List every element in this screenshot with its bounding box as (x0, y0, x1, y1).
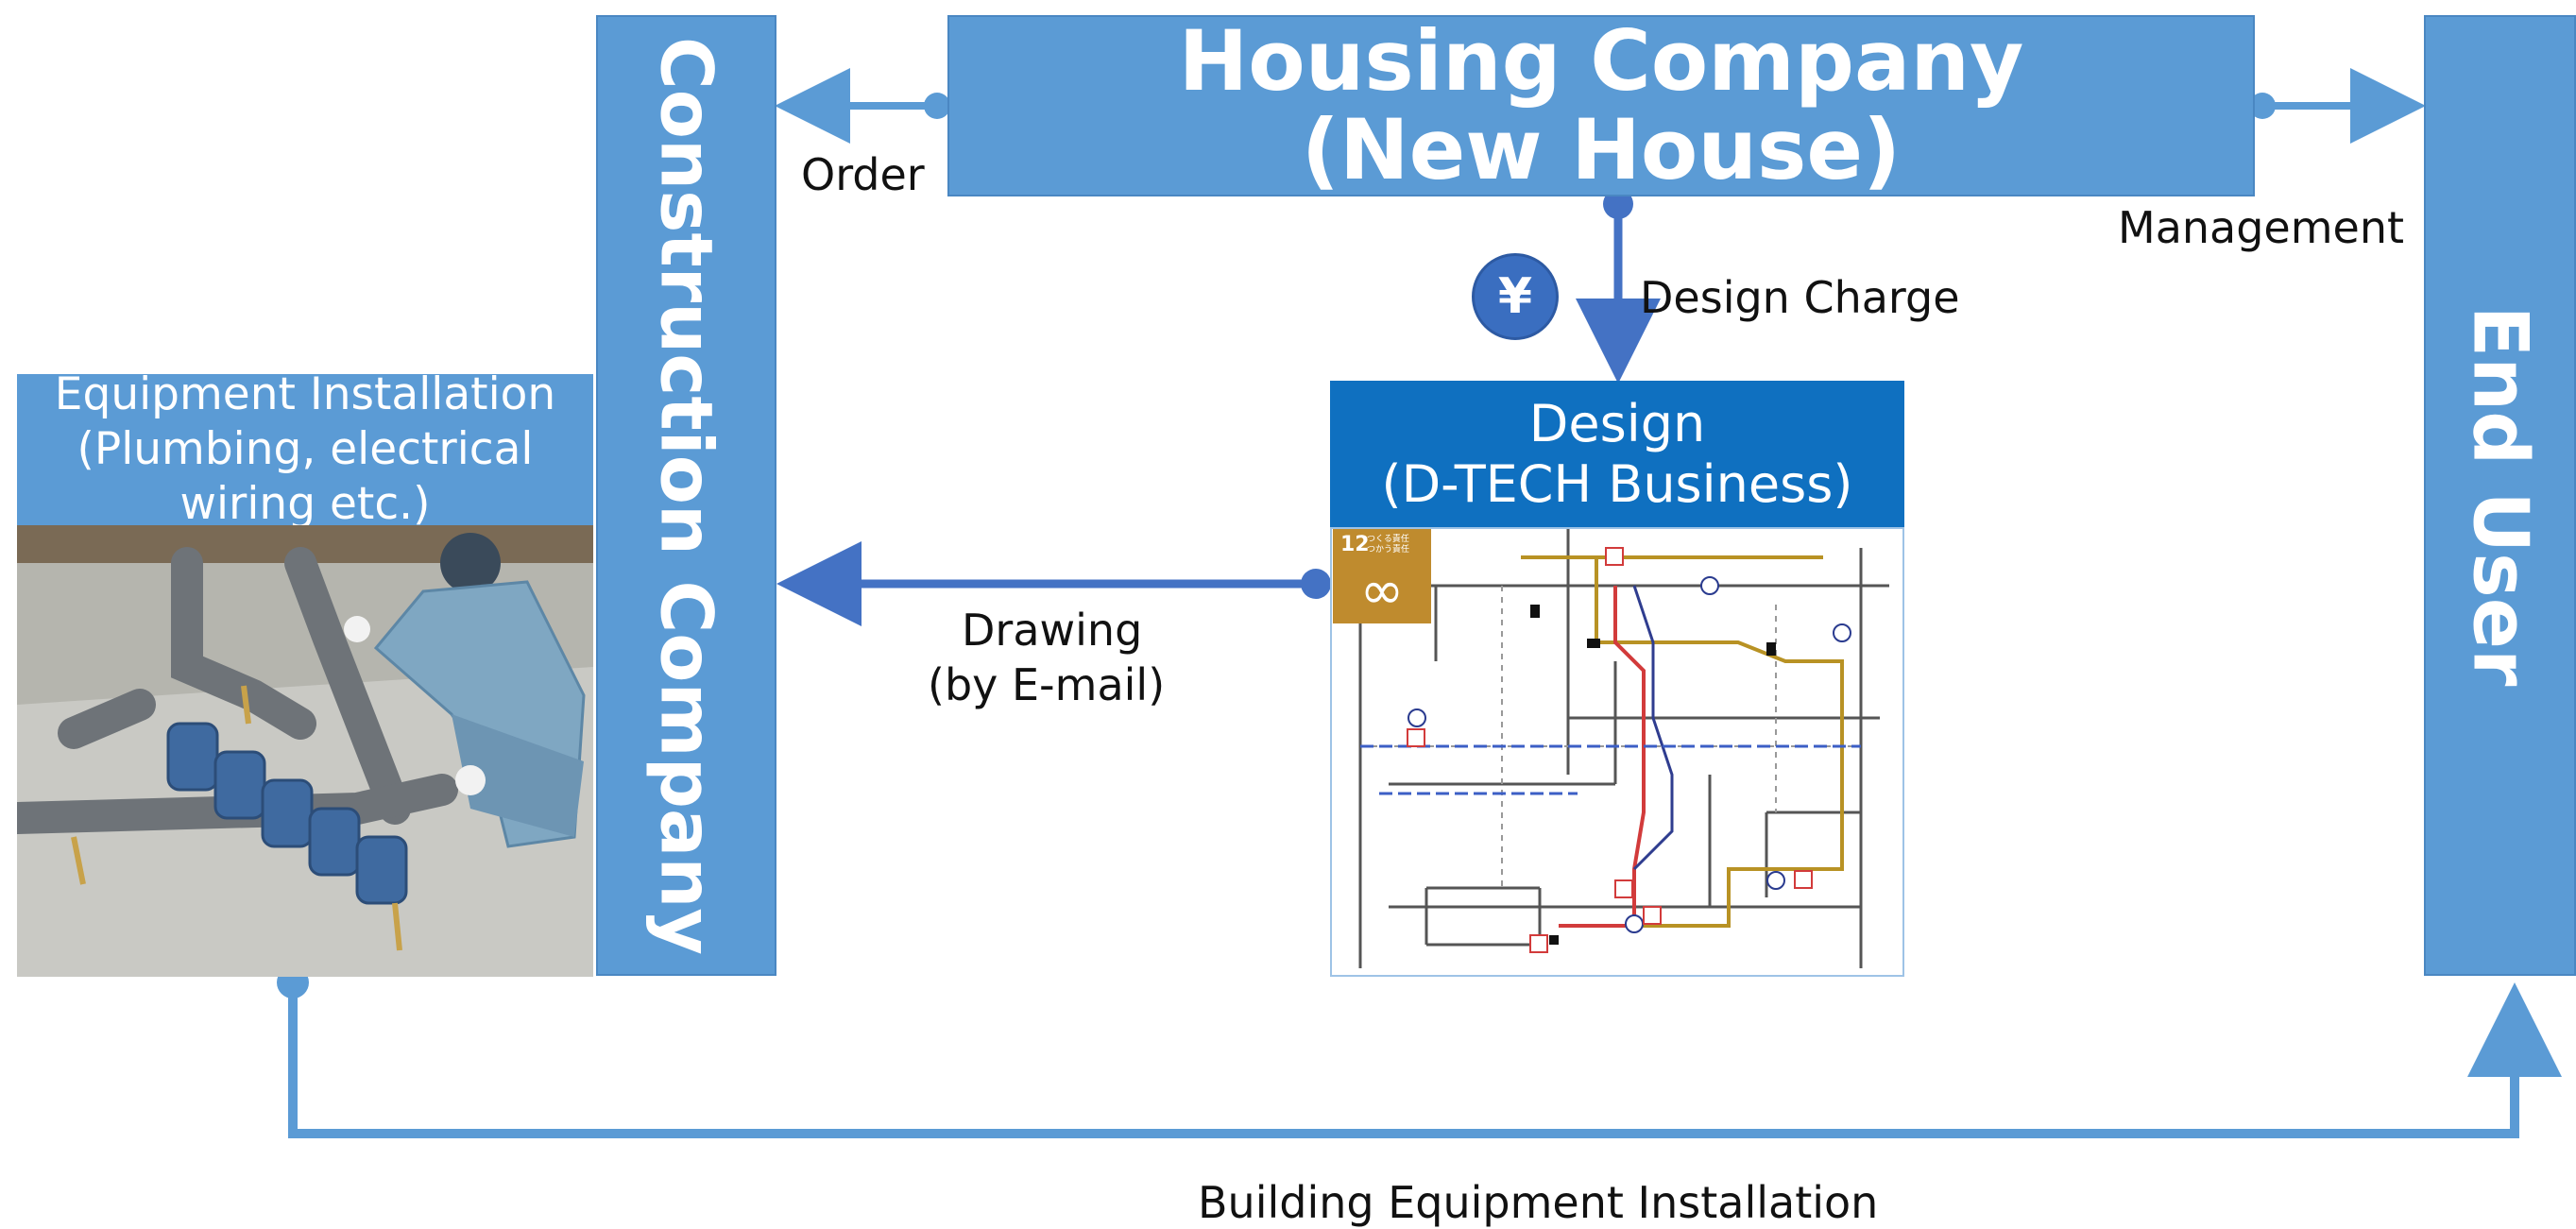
drawing-subtitle-label: (by E-mail) (928, 659, 1166, 710)
sdg-number: 12 (1340, 533, 1370, 556)
building-equipment-arrow (277, 966, 2562, 1138)
management-label: Management (2118, 202, 2405, 253)
order-label: Order (801, 149, 925, 200)
plumbing-worker-illustration (1, 525, 593, 977)
construction-company-box: Construction Company (596, 15, 776, 976)
drawing-arrow (776, 541, 1331, 626)
infinity-icon: ∞ (1359, 560, 1405, 622)
plumbing-installation-photo (1, 525, 593, 977)
order-arrow (775, 68, 950, 144)
design-charge-arrow (1576, 189, 1661, 384)
equipment-installation-box: Equipment Installation (Plumbing, electr… (17, 368, 593, 530)
sdg-12-badge: 12 つくる責任 つかう責任 ∞ (1333, 529, 1431, 623)
equipment-subtitle-1: (Plumbing, electrical (77, 423, 534, 475)
sdg-text-1: つくる責任 (1367, 535, 1409, 544)
housing-company-box: Housing Company (New House) (947, 15, 2255, 196)
management-arrow (2249, 68, 2426, 144)
design-subtitle: (D-TECH Business) (1381, 453, 1853, 514)
equipment-title: Equipment Installation (54, 368, 556, 420)
yen-symbol: ¥ (1497, 268, 1533, 325)
drawing-label: Drawing (962, 605, 1143, 656)
housing-company-subtitle: (New House) (1301, 101, 1902, 198)
housing-company-title: Housing Company (1178, 12, 2024, 110)
design-box: Design (D-TECH Business) (1330, 381, 1904, 527)
end-user-label: End User (2456, 304, 2544, 687)
sdg-text-2: つかう責任 (1367, 545, 1410, 555)
design-title: Design (1528, 393, 1706, 453)
design-charge-label: Design Charge (1640, 272, 1960, 323)
end-user-box: End User (2424, 15, 2576, 976)
construction-company-label: Construction Company (644, 36, 728, 955)
equipment-subtitle-2: wiring etc.) (179, 478, 431, 530)
building-equipment-label: Building Equipment Installation (1198, 1177, 1879, 1228)
yen-icon: ¥ (1472, 253, 1559, 340)
